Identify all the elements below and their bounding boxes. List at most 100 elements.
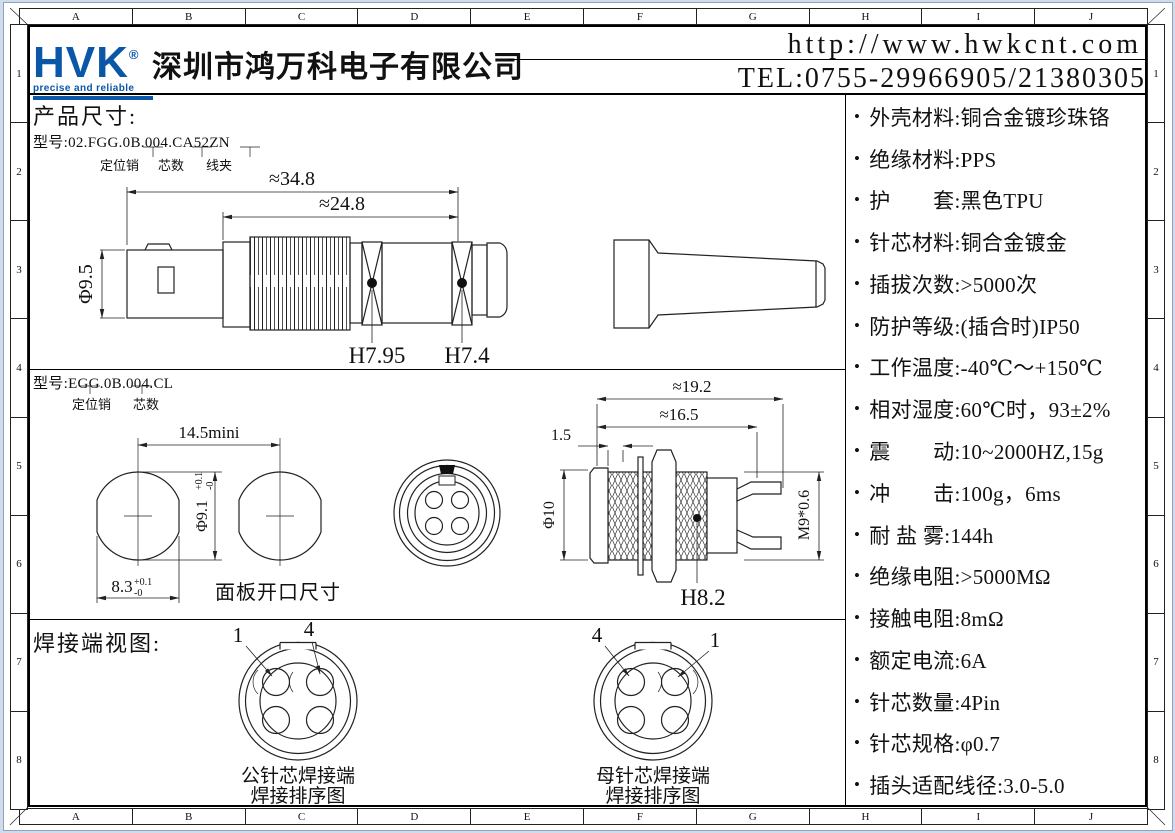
spec-text: 外壳材料:铜合金镀珍珠铬 [869, 105, 1110, 130]
receptacle-dim-h-label: H8.2 [680, 585, 725, 610]
content-border [28, 25, 1147, 807]
logo-hvk: HVK [33, 38, 129, 87]
male-pin-a-label: 1 [233, 623, 244, 647]
ruler-row-4: 4 [11, 318, 27, 416]
spec-text: 额定电流:6A [869, 648, 987, 673]
ruler-row-5: 5 [1148, 416, 1164, 515]
spec-item: •额定电流:6A [854, 639, 1146, 681]
receptacle-dim-dia-label: Φ10 [541, 501, 558, 529]
bullet-icon: • [854, 399, 861, 419]
spec-text: 耐 盐 雾:144h [869, 523, 994, 548]
section1-divider [28, 369, 845, 370]
ruler-row-6: 6 [1148, 514, 1164, 613]
ruler-col-C: C [244, 809, 358, 824]
spec-text: 接触电阻:8mΩ [869, 607, 1004, 632]
male-pin-b-label: 4 [304, 617, 315, 641]
receptacle-model-number: 型号:EGG.0B.004.CL [33, 376, 174, 392]
spec-item: •针芯规格:φ0.7 [854, 722, 1146, 764]
receptacle-drawing: 14.5mini Φ9.1 +0.1 -0 8.3 +0.1 -0 面板开口尺寸 [80, 377, 824, 610]
plug-callout-cores: 芯数 [158, 158, 185, 173]
boot-drawing [613, 239, 826, 329]
ruler-col-J: J [1034, 9, 1147, 24]
bullet-icon: • [854, 775, 861, 795]
spec-item: • 防护等级:(插合时)IP50 [854, 305, 1146, 347]
spec-text: 工作温度:-40℃～+150℃ [869, 356, 1103, 381]
female-caption-line2: 焊接排序图 [605, 785, 700, 807]
ruler-row-6: 6 [11, 514, 27, 613]
logo-underline-bar [33, 96, 153, 100]
plug-callout-locating-pin: 定位销 [100, 158, 140, 173]
company-name: 深圳市鸿万科电子有限公司 [152, 51, 524, 84]
plug-model-leaders [143, 146, 260, 157]
ruler-row-3: 3 [11, 220, 27, 318]
female-weld-view: 4 1 母针芯焊接端 焊接排序图 [592, 623, 721, 807]
receptacle-dim-flange-label: 1.5 [551, 427, 571, 444]
bullet-icon: • [854, 315, 861, 335]
ruler-col-F: F [582, 9, 696, 24]
h-mark-dot [693, 514, 701, 522]
keyway-mark [439, 465, 455, 474]
weld-end-views: 1 4 公针芯焊接端 焊接排序图 4 1 母针芯焊接端 焊接排序图 [233, 617, 721, 807]
spec-text: 绝缘材料:PPS [869, 147, 997, 172]
spec-item: •冲 击:100g，6ms [854, 472, 1146, 514]
ruler-col-H: H [808, 809, 922, 824]
ruler-row-8: 8 [11, 710, 27, 809]
ruler-col-A: A [71, 10, 80, 23]
ruler-col-B: B [131, 809, 245, 824]
spec-text: 相对湿度:60℃时，93±2% [869, 398, 1111, 423]
ruler-col-C: C [244, 9, 358, 24]
spec-item: •护 套:黑色TPU [854, 180, 1146, 222]
receptacle-callout-locating-pin: 定位销 [72, 397, 112, 412]
bullet-icon: • [854, 482, 861, 502]
connector-face-view [393, 459, 501, 567]
female-pin-b-label: 1 [710, 628, 721, 652]
receptacle-callout-cores: 芯数 [133, 397, 160, 412]
bullet-icon: • [854, 691, 861, 711]
ruler-col-D: D [357, 9, 470, 24]
spec-item: •工作温度:-40℃～+150℃ [854, 347, 1146, 389]
bullet-icon: • [854, 190, 861, 210]
logo-text: HVK® [33, 38, 155, 85]
ruler-row-5: 5 [11, 416, 27, 515]
spec-text: 绝缘电阻:>5000MΩ [869, 565, 1051, 590]
spec-item: • 绝缘电阻:>5000MΩ [854, 555, 1146, 597]
male-caption-line2: 焊接排序图 [250, 785, 345, 807]
plug-model-number: 型号:02.FGG.0B.004.CA52ZN [33, 135, 230, 151]
bullet-icon: • [854, 566, 861, 586]
male-caption-line1: 公针芯焊接端 [241, 765, 355, 787]
receptacle-model-leaders [80, 385, 152, 394]
panel-dia-label: Φ9.1 [194, 500, 211, 532]
panel-width-tol-up: +0.1 [134, 577, 152, 588]
bullet-icon: • [854, 733, 861, 753]
spec-text: 针芯数量:4Pin [869, 690, 1001, 715]
specs-list: •外壳材料:铜合金镀珍珠铬•绝缘材料:PPS•护 套:黑色TPU•针芯材料:铜合… [846, 96, 1146, 806]
bullet-icon: • [854, 273, 861, 293]
ruler-col-I: I [921, 809, 1034, 824]
registered-mark-icon: ® [128, 47, 140, 62]
logo-tagline: precise and reliable [33, 83, 135, 94]
ruler-col-A: A [71, 810, 80, 823]
section2-divider [28, 619, 845, 620]
section-weld-title: 焊接端视图: [33, 631, 162, 656]
ruler-row-3: 3 [1148, 220, 1164, 318]
panel-width-label: 8.3 [111, 577, 132, 596]
spec-text: 防护等级:(插合时)IP50 [869, 314, 1080, 339]
ruler-row-4: 4 [1148, 318, 1164, 416]
bullet-icon: • [854, 524, 861, 544]
ruler-row-2: 2 [11, 122, 27, 220]
ruler-row-7: 7 [1148, 612, 1164, 711]
drawing-sheet [3, 2, 1173, 831]
plug-dim-h1-label: H7.95 [349, 343, 406, 368]
header-bottom-divider [28, 93, 1147, 95]
ruler-col-F: F [582, 809, 696, 824]
ruler-col-B: B [131, 9, 245, 24]
receptacle-dim-body-label: ≈16.5 [659, 405, 698, 424]
plug-dim-front: ≈24.8 [222, 193, 459, 240]
plug-dim-overall: ≈34.8 [126, 168, 459, 245]
ruler-col-G: G [695, 9, 809, 24]
